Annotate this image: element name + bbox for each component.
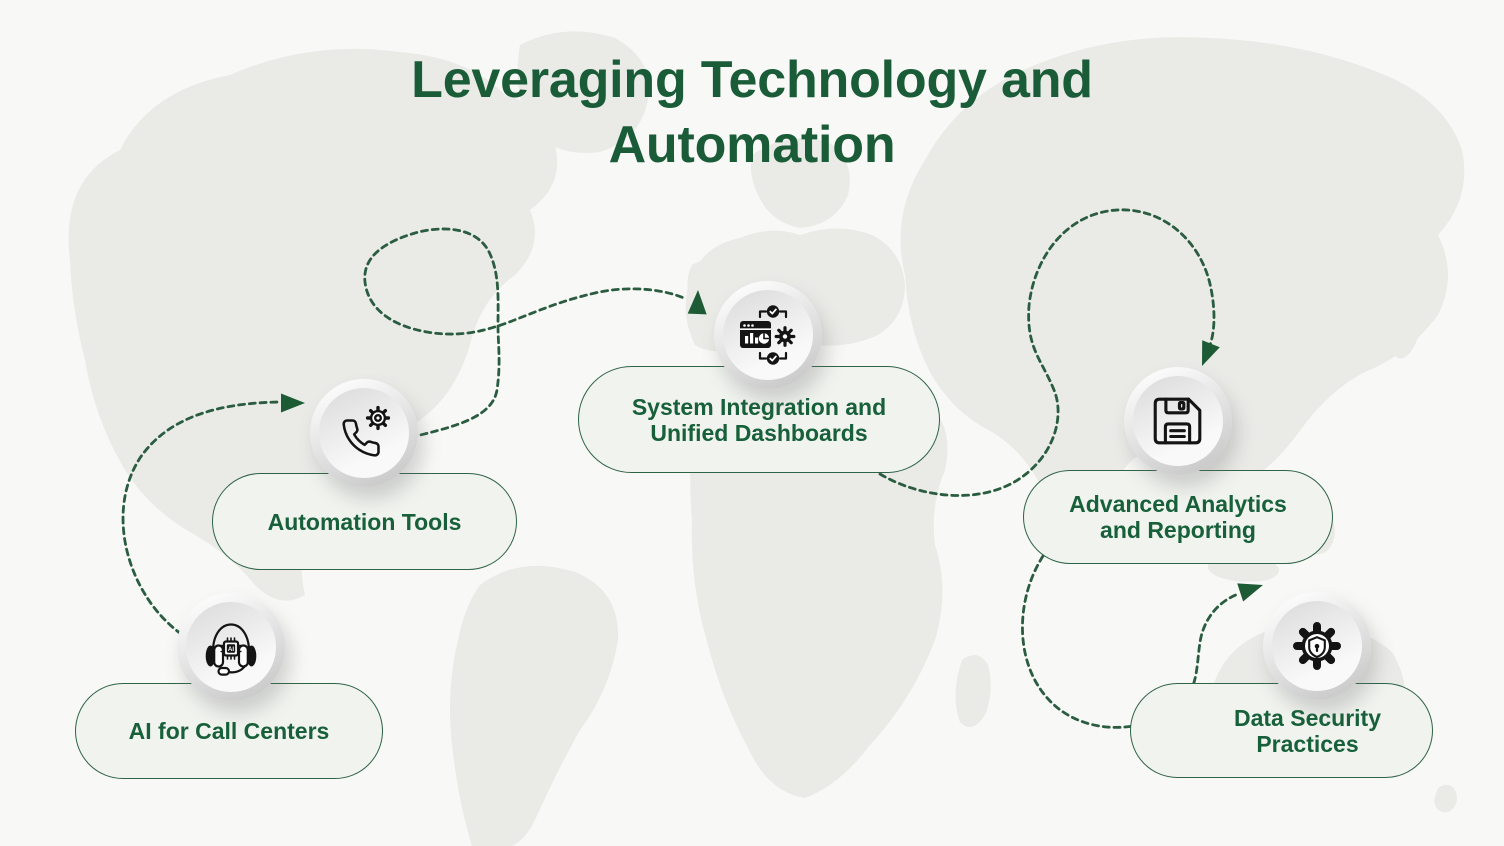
map-new-zealand <box>1434 784 1457 813</box>
arrowhead-integration <box>687 290 707 315</box>
node-pill-advanced-analytics: Advanced Analytics and Reporting <box>1023 470 1333 564</box>
connector-integration-to-analytics <box>878 208 1216 497</box>
map-africa <box>690 373 948 798</box>
node-label: Unified Dashboards <box>650 419 868 446</box>
arrowhead-security <box>1237 583 1263 602</box>
node-label: System Integration and <box>631 393 887 420</box>
headset-ai-chip-icon: AI <box>205 623 257 676</box>
node-circle-data-security <box>1263 592 1371 700</box>
shield-gear-lock-icon <box>1293 622 1341 670</box>
map-japan <box>1389 269 1424 359</box>
node-label: Data Security <box>1233 704 1381 731</box>
map-greenland <box>517 31 650 154</box>
map-scandinavia <box>750 138 850 228</box>
node-circle-automation-tools <box>310 379 418 487</box>
node-label: Automation Tools <box>267 508 462 535</box>
arrowhead-analytics <box>1202 340 1220 366</box>
phone-gear-icon <box>342 405 391 457</box>
map-south-america <box>450 565 619 846</box>
svg-text:AI: AI <box>228 646 234 653</box>
node-circle-ai-for-call-centers: AI <box>177 593 285 701</box>
node-label: Practices <box>1256 730 1359 757</box>
node-label: AI for Call Centers <box>128 718 330 744</box>
node-label: and Reporting <box>1100 517 1256 543</box>
map-madagascar <box>955 655 991 728</box>
node-label: Advanced Analytics <box>1069 491 1287 517</box>
map-north-america <box>68 48 558 601</box>
node-pill-data-security: Data Security Practices <box>1130 683 1433 778</box>
connector-automation-to-integration <box>363 227 686 442</box>
node-pill-automation-tools: Automation Tools <box>212 473 517 570</box>
dashboard-gear-check-icon <box>740 305 796 365</box>
map-british-isles <box>687 260 721 305</box>
node-circle-advanced-analytics <box>1124 367 1232 475</box>
arrowhead-automation <box>281 393 305 413</box>
map-asia <box>900 37 1465 553</box>
connector-ai-to-automation <box>121 400 281 647</box>
floppy-disk-icon <box>1153 397 1202 445</box>
node-circle-system-integration <box>714 281 822 389</box>
page-title: Leveraging Technology and Automation <box>411 51 1093 174</box>
